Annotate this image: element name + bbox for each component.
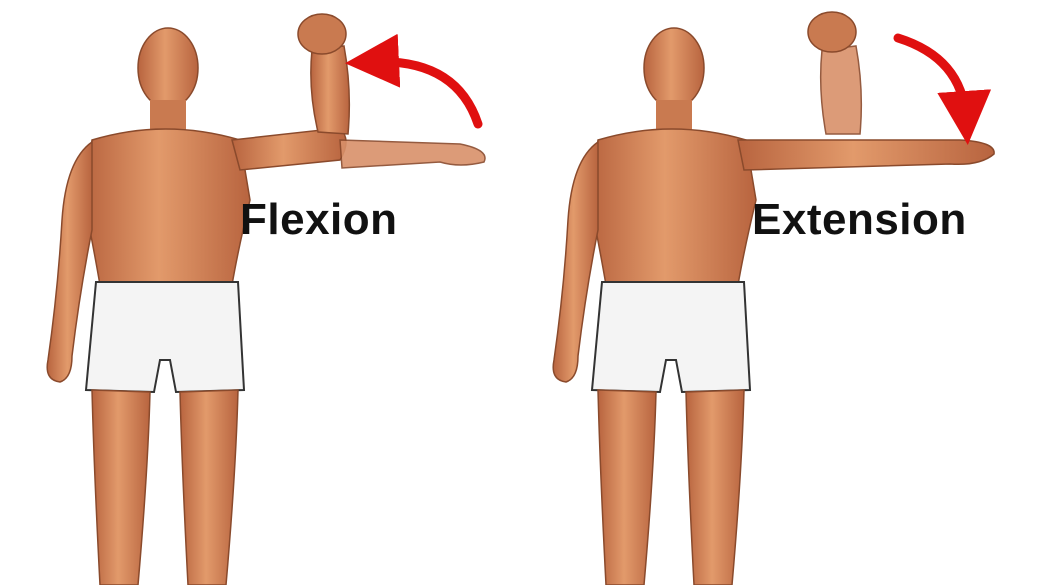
flexion-arrow-icon — [372, 62, 478, 124]
neck — [656, 100, 692, 130]
left-arm-hanging — [553, 142, 598, 382]
shorts — [86, 282, 244, 392]
flexion-label: Flexion — [240, 198, 398, 242]
head — [644, 28, 704, 108]
head — [138, 28, 198, 108]
right-forearm-ghost — [340, 140, 485, 168]
right-forearm-ghost — [821, 46, 862, 134]
right-forearm-flexed — [311, 46, 349, 134]
left-arm-hanging — [47, 142, 92, 382]
torso — [84, 129, 250, 285]
figure-extension — [553, 12, 994, 585]
neck — [150, 100, 186, 130]
right-leg — [180, 390, 238, 585]
right-arm-extended — [738, 140, 994, 170]
right-upper-arm — [232, 128, 346, 170]
left-leg — [92, 390, 150, 585]
extension-label: Extension — [752, 198, 967, 242]
right-fist-ghost — [808, 12, 856, 52]
right-leg — [686, 390, 744, 585]
right-fist-flexed — [298, 14, 346, 54]
shorts — [592, 282, 750, 392]
figure-flexion — [47, 14, 485, 585]
torso — [590, 129, 756, 285]
left-leg — [598, 390, 656, 585]
extension-arrow-icon — [898, 38, 966, 118]
